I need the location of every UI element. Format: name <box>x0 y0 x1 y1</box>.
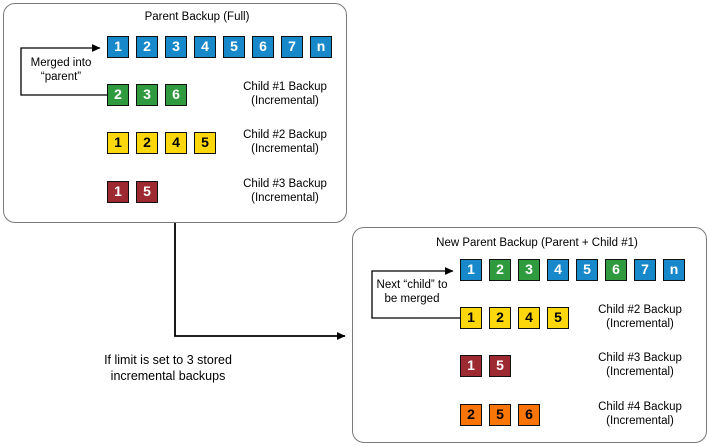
block-child1-6: 6 <box>165 84 187 106</box>
block-child2-4: 4 <box>165 132 187 154</box>
block-child2-5: 5 <box>194 132 216 154</box>
row-child-2-backup: 1 2 4 5 <box>107 132 216 154</box>
caption-bottom-child-2-backup: Child #2 Backup (Incremental) <box>578 303 702 331</box>
caption-child-2-backup: Child #2 Backup (Incremental) <box>226 128 344 156</box>
merge-callout-label-top: Merged into “parent” <box>18 56 104 84</box>
block-child3-5: 5 <box>136 181 158 203</box>
row-bottom-child-2-backup: 1 2 4 5 <box>460 307 569 329</box>
block-newparent-4: 4 <box>547 259 569 281</box>
caption-child-3-line1: Child #3 Backup <box>243 178 327 190</box>
flow-arrow-main <box>174 223 346 340</box>
row-bottom-child-4-backup: 2 5 6 <box>460 404 540 426</box>
block-parent-3: 3 <box>165 36 187 58</box>
block-bottom-child2-1: 1 <box>460 307 482 329</box>
flow-condition-line1: If limit is set to 3 stored <box>104 353 232 367</box>
row-child-3-backup: 1 5 <box>107 181 158 203</box>
block-newparent-2: 2 <box>489 259 511 281</box>
block-bottom-child3-1: 1 <box>460 355 482 377</box>
block-bottom-child4-2: 2 <box>460 404 482 426</box>
block-child1-3: 3 <box>136 84 158 106</box>
caption-bottom-child-3-line1: Child #3 Backup <box>598 352 682 364</box>
block-bottom-child2-2: 2 <box>489 307 511 329</box>
block-bottom-child3-5: 5 <box>489 355 511 377</box>
block-bottom-child2-4: 4 <box>518 307 540 329</box>
block-parent-1: 1 <box>107 36 129 58</box>
block-parent-4: 4 <box>194 36 216 58</box>
block-newparent-n: n <box>663 259 685 281</box>
block-newparent-7: 7 <box>634 259 656 281</box>
panel-bottom-title: New Parent Backup (Parent + Child #1) <box>436 237 638 249</box>
caption-child-2-line2: (Incremental) <box>251 143 319 155</box>
block-bottom-child4-6: 6 <box>518 404 540 426</box>
block-parent-7: 7 <box>281 36 303 58</box>
block-child1-2: 2 <box>107 84 129 106</box>
block-newparent-1: 1 <box>460 259 482 281</box>
block-parent-5: 5 <box>223 36 245 58</box>
caption-child-1-line2: (Incremental) <box>251 95 319 107</box>
merge-callout-top-line2: “parent” <box>40 71 82 83</box>
caption-bottom-child-2-line1: Child #2 Backup <box>598 304 682 316</box>
caption-bottom-child-4-backup: Child #4 Backup (Incremental) <box>578 400 702 428</box>
block-child2-1: 1 <box>107 132 129 154</box>
block-newparent-5: 5 <box>576 259 598 281</box>
row-new-parent-backup: 1 2 3 4 5 6 7 n <box>460 259 685 281</box>
block-child2-2: 2 <box>136 132 158 154</box>
block-parent-n: n <box>310 36 332 58</box>
flow-condition-label: If limit is set to 3 stored incremental … <box>38 352 298 384</box>
merge-callout-label-bottom: Next “child” to be merged <box>366 278 458 306</box>
caption-bottom-child-2-line2: (Incremental) <box>606 318 674 330</box>
row-bottom-child-3-backup: 1 5 <box>460 355 511 377</box>
caption-child-3-line2: (Incremental) <box>251 192 319 204</box>
caption-child-1-backup: Child #1 Backup (Incremental) <box>226 80 344 108</box>
caption-bottom-child-4-line1: Child #4 Backup <box>598 401 682 413</box>
row-child-1-backup: 2 3 6 <box>107 84 187 106</box>
flow-condition-line2: incremental backups <box>110 369 226 383</box>
caption-bottom-child-3-backup: Child #3 Backup (Incremental) <box>578 351 702 379</box>
block-bottom-child2-5: 5 <box>547 307 569 329</box>
block-newparent-6: 6 <box>605 259 627 281</box>
block-parent-6: 6 <box>252 36 274 58</box>
caption-child-2-line1: Child #2 Backup <box>243 129 327 141</box>
merge-callout-bottom-line2: be merged <box>384 293 440 305</box>
caption-bottom-child-4-line2: (Incremental) <box>606 415 674 427</box>
caption-bottom-child-3-line2: (Incremental) <box>606 366 674 378</box>
block-child3-1: 1 <box>107 181 129 203</box>
caption-child-1-line1: Child #1 Backup <box>243 81 327 93</box>
merge-callout-top-line1: Merged into <box>30 57 92 69</box>
block-parent-2: 2 <box>136 36 158 58</box>
merge-callout-bottom-line1: Next “child” to <box>376 279 448 291</box>
block-bottom-child4-5: 5 <box>489 404 511 426</box>
panel-top-title: Parent Backup (Full) <box>144 11 250 23</box>
caption-child-3-backup: Child #3 Backup (Incremental) <box>226 177 344 205</box>
row-parent-backup-full: 1 2 3 4 5 6 7 n <box>107 36 332 58</box>
block-newparent-3: 3 <box>518 259 540 281</box>
